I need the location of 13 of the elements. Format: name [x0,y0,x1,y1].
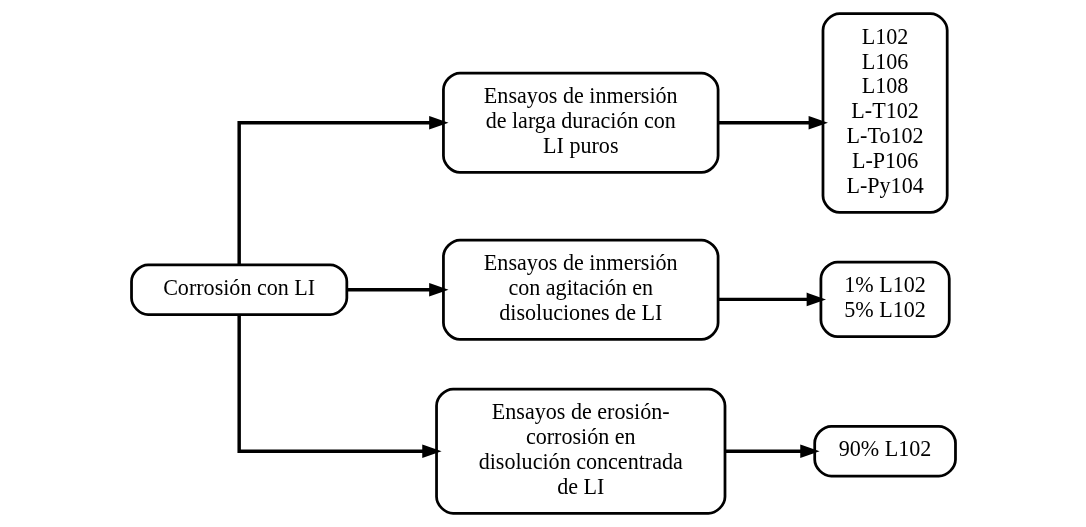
node-box: Ensayos de inmersión con agitación en disoluciones de LI [441,238,719,341]
node-box: L102 L106 L108 L-T102 L-To102 L-P106 L-Py104 [821,12,949,214]
node-box: 90% L102 [812,425,957,478]
node-box: Ensayos de erosión-corrosión en disolución concentrada de LI [434,387,726,515]
arrow [236,314,442,458]
arrow [346,282,449,297]
arrow [717,292,826,307]
node-box: 1% L102 5% L102 [819,260,951,339]
node-box: Corrosión con LI [129,263,348,316]
node-box: Ensayos de inmersión de larga duración con LI puros [441,71,719,174]
arrow [717,115,828,130]
arrow [724,444,820,458]
arrow [236,115,449,265]
